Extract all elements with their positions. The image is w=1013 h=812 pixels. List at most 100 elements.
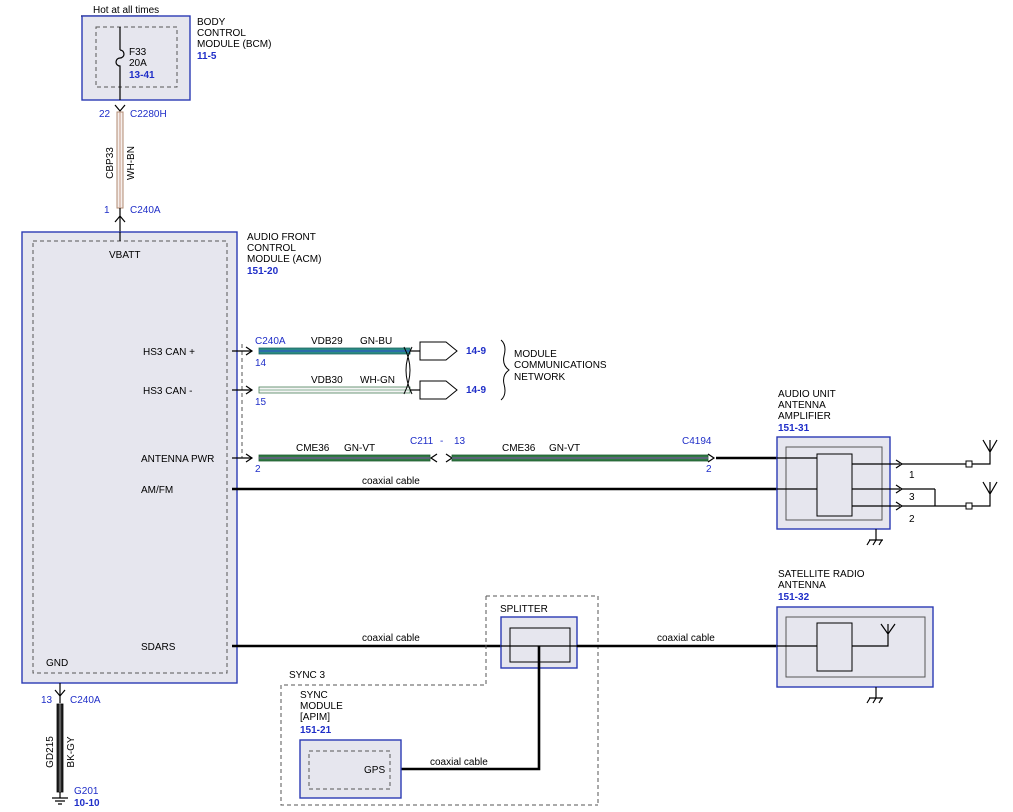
can-plus-circuit: VDB29 xyxy=(311,336,343,347)
sync-title-1: SYNC xyxy=(300,690,328,701)
c211-pin: 13 xyxy=(454,436,466,447)
bcm-supply-note: Hot at all times xyxy=(93,5,159,16)
splitter-label: SPLITTER xyxy=(500,604,548,615)
antenna-terminal-1 xyxy=(965,460,973,468)
amplifier-element xyxy=(816,453,853,517)
gps-coax xyxy=(401,646,541,771)
c211-chevron-left xyxy=(429,453,438,463)
sat-antenna-icon xyxy=(852,623,896,647)
sync-gps-label: GPS xyxy=(364,765,385,776)
sync-box xyxy=(299,739,402,799)
bcm-inner-box xyxy=(95,26,178,88)
bcm-connector: C2280H xyxy=(130,109,167,120)
acm-pin-hs3-can-plus: HS3 CAN + xyxy=(143,347,195,358)
gnd-connector-chevron xyxy=(54,689,66,697)
amp-out-pin-3: 3 xyxy=(909,492,915,503)
can-minus-pin: 15 xyxy=(255,397,267,408)
amplifier-title-1: AUDIO UNIT xyxy=(778,389,836,400)
sat-ground-icon xyxy=(866,687,883,704)
sat-element xyxy=(816,622,853,672)
bcm-ref: 11-5 xyxy=(197,51,217,62)
fuse-rating: 20A xyxy=(129,58,147,69)
gnd-connector: C240A xyxy=(70,695,101,706)
fuse-name: F33 xyxy=(129,47,147,58)
bcm-box xyxy=(81,15,191,101)
hs3-can-minus-circuit: 15 VDB30 WH-GN 14-9 xyxy=(232,375,486,408)
sync-title-3: [APIM] xyxy=(300,712,330,723)
can-minus-connector-chevron xyxy=(245,385,254,395)
can-minus-ref: 14-9 xyxy=(466,385,486,396)
acm-top-connector: C240A xyxy=(130,205,161,216)
network-label-3: NETWORK xyxy=(514,372,565,383)
acm-pin-antenna-pwr: ANTENNA PWR xyxy=(141,454,214,465)
splitter-left-cable-label: coaxial cable xyxy=(362,633,420,644)
c4194-chevron xyxy=(707,453,716,463)
splitter-right-cable-label: coaxial cable xyxy=(657,633,715,644)
can-minus-circuit: VDB30 xyxy=(311,375,343,386)
amplifier-ref: 151-31 xyxy=(778,423,810,434)
can-minus-color: WH-GN xyxy=(360,375,395,386)
c211-dash: - xyxy=(440,436,443,447)
ground-ref: 10-10 xyxy=(74,798,100,809)
sat-ref: 151-32 xyxy=(778,592,810,603)
amp-out-pin-2: 2 xyxy=(909,514,915,525)
antenna-pwr-circuit: 2 CME36 GN-VT C211 - 13 CME36 GN-VT C419… xyxy=(232,436,777,475)
ground-point: G201 xyxy=(74,786,99,797)
sat-inner-box xyxy=(785,616,926,678)
can-plus-connector-chevron xyxy=(245,346,254,356)
c4194-connector: C4194 xyxy=(682,436,712,447)
bcm-title-3: MODULE (BCM) xyxy=(197,39,271,50)
network-label-2: COMMUNICATIONS xyxy=(514,360,607,371)
antpwr-left-color: GN-VT xyxy=(344,443,375,454)
acm-title-2: CONTROL xyxy=(247,243,296,254)
antenna-terminal-2 xyxy=(965,502,973,510)
c4194-pin: 2 xyxy=(706,464,712,475)
acm-pin-sdars: SDARS xyxy=(141,642,176,653)
sync-dashed-boundary xyxy=(280,596,598,806)
antpwr-left-pin: 2 xyxy=(255,464,261,475)
gps-cable-label: coaxial cable xyxy=(430,757,488,768)
fuse-ref: 13-41 xyxy=(129,70,155,81)
amp-out-chevrons xyxy=(895,459,904,511)
sync-module: SYNC MODULE [APIM] 151-21 GPS xyxy=(299,690,402,799)
acm-ref: 151-20 xyxy=(247,266,279,277)
sat-title-1: SATELLITE RADIO xyxy=(778,569,865,580)
amp-out-pin-1: 1 xyxy=(909,470,915,481)
amplifier-box xyxy=(776,436,891,530)
acm-module: VBATT HS3 CAN + HS3 CAN - ANTENNA PWR AM… xyxy=(21,231,321,684)
sync-ref: 151-21 xyxy=(300,725,332,736)
can-plus-continuation xyxy=(419,341,458,361)
twisted-pair-symbol xyxy=(403,346,413,395)
can-minus-continuation xyxy=(419,380,458,400)
c211-chevron-right xyxy=(445,453,454,463)
amplifier-title-3: AMPLIFIER xyxy=(778,411,831,422)
sync-group-label: SYNC 3 xyxy=(289,670,326,681)
antpwr-right-color: GN-VT xyxy=(549,443,580,454)
bcm-module: Hot at all times F33 20A 13-41 BODY CONT… xyxy=(81,5,271,101)
antenna-icon-2 xyxy=(972,481,998,507)
vbatt-color: WH-BN xyxy=(126,146,137,180)
acm-pin-gnd: GND xyxy=(46,658,68,669)
acm-pin-amfm: AM/FM xyxy=(141,485,173,496)
sync-inner-box xyxy=(308,750,391,790)
gnd-color: BK-GY xyxy=(66,736,77,767)
acm-top-pin: 1 xyxy=(104,205,110,216)
acm-inner-box xyxy=(32,240,228,674)
antenna-amplifier: AUDIO UNIT ANTENNA AMPLIFIER 151-31 1 3 … xyxy=(776,389,998,546)
fuse-symbol xyxy=(115,27,125,100)
network-label-1: MODULE xyxy=(514,349,557,360)
bcm-title-2: CONTROL xyxy=(197,28,246,39)
amplifier-title-2: ANTENNA xyxy=(778,400,826,411)
ground-icon xyxy=(52,792,68,805)
can-plus-ref: 14-9 xyxy=(466,346,486,357)
can-plus-color: GN-BU xyxy=(360,336,392,347)
sat-title-2: ANTENNA xyxy=(778,580,826,591)
gnd-circuit: GD215 xyxy=(45,736,56,768)
amplifier-inner-box xyxy=(785,446,883,521)
bcm-pin: 22 xyxy=(99,109,111,120)
c211-connector: C211 xyxy=(410,436,434,447)
network-brace xyxy=(500,339,510,401)
acm-box xyxy=(21,231,238,684)
sync-title-2: MODULE xyxy=(300,701,343,712)
